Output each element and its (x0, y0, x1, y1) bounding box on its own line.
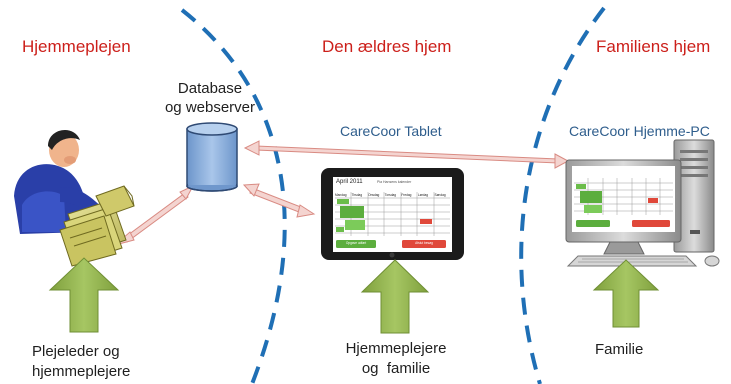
tablet-task-done-button[interactable]: Opgave udført (345, 241, 367, 245)
day-label: Lørdag (417, 193, 428, 197)
zone-title-family-home: Familiens hjem (596, 37, 711, 56)
database-label: Database og webserver (150, 79, 270, 117)
care-manager-illustration-icon (14, 129, 135, 267)
pc-title: CareCoor Hjemme-PC (569, 123, 710, 139)
up-arrow-left (48, 257, 120, 333)
day-label: Torsdag (384, 193, 397, 197)
database-cylinder-icon (186, 122, 238, 192)
zone-title-elderly-home: Den ældres hjem (322, 37, 452, 56)
actor-label-middle: Hjemmeplejere og familie (336, 339, 456, 379)
tablet-end-visit-button[interactable]: Afslut besøg (415, 241, 433, 245)
tablet-screen-caption: Pia Hansens kalender (377, 180, 412, 184)
tablet-title: CareCoor Tablet (340, 123, 442, 139)
connector-db-tablet (242, 183, 316, 218)
actor-label-left-line1: Plejeleder og (32, 343, 120, 360)
day-label: Onsdag (368, 193, 380, 197)
actor-label-right: Familie (595, 341, 644, 358)
desktop-pc-icon (565, 139, 720, 267)
database-label-line1: Database (177, 80, 243, 97)
up-arrow-right (592, 259, 660, 328)
actor-label-middle-line1: Hjemmeplejere (345, 340, 447, 357)
zone-title-home-care: Hjemmeplejen (22, 37, 131, 56)
divider-left (180, 8, 287, 384)
up-arrow-middle (360, 259, 430, 334)
day-label: Søndag (434, 193, 446, 197)
actor-label-left-line2: hjemmeplejere (32, 363, 131, 380)
day-label: Fredag (401, 193, 412, 197)
day-label: Tirsdag (351, 193, 363, 197)
actor-label-left: Plejeleder og hjemmeplejere (32, 342, 130, 382)
actor-label-middle-line2: og familie (361, 360, 431, 377)
day-label: Mandag (335, 193, 347, 197)
divider-right (519, 6, 606, 384)
database-label-line2: og webserver (164, 99, 256, 116)
tablet-screen-month: April 2011 (336, 179, 363, 185)
tablet-day-row: Mandag Tirsdag Onsdag Torsdag Fredag Lør… (335, 193, 451, 197)
tablet-screen: April 2011 Pia Hansens kalender Mandag T… (333, 177, 452, 252)
tablet-device-icon (321, 168, 464, 260)
connector-db-pc (243, 140, 570, 169)
connector-db-actor (114, 184, 195, 246)
